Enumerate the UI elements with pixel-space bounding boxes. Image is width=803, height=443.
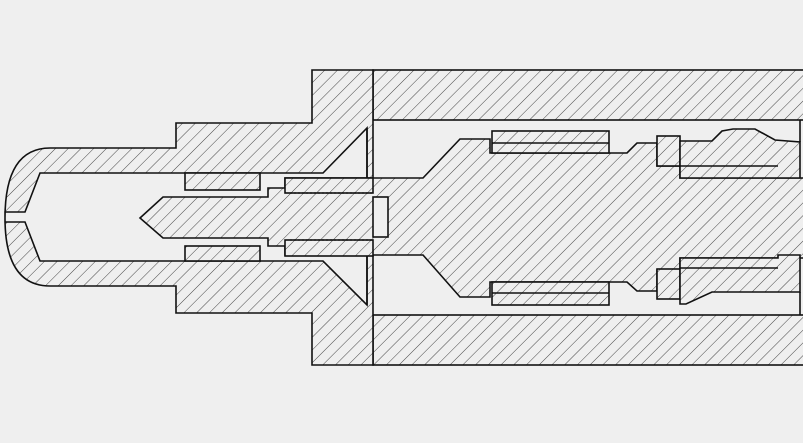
collar-block-bottom xyxy=(656,268,681,300)
end-sleeve-top xyxy=(679,128,801,179)
nut-bore xyxy=(372,196,389,238)
housing-top-wall xyxy=(372,69,803,121)
threaded-nut-top xyxy=(284,177,374,194)
bearing-ring-top xyxy=(491,130,610,154)
end-sleeve-bottom xyxy=(679,254,801,305)
threaded-nut-bottom xyxy=(284,239,374,257)
nose-body xyxy=(4,69,374,366)
collet-sleeve-top xyxy=(184,172,261,191)
housing-bottom-wall xyxy=(372,314,803,366)
collet-sleeve-bottom xyxy=(184,245,261,262)
collar-block-top xyxy=(656,135,681,167)
